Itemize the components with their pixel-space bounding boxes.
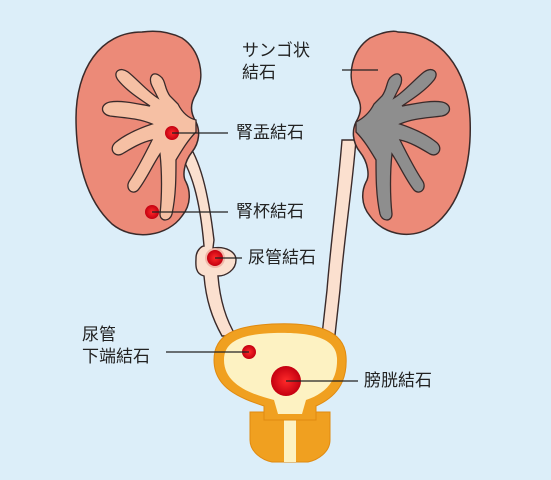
ureter-stone-label: 尿管結石 [248, 248, 316, 268]
lower-ureter-stone-label-line2: 下端結石 [82, 347, 150, 367]
left-kidney [75, 30, 202, 236]
left-kidney-pelvis [101, 68, 197, 221]
coral-stone-label-line1: サンゴ状 [242, 41, 310, 61]
right-ureter [321, 139, 357, 336]
renal-pelvis-stone-label: 腎盂結石 [236, 123, 304, 143]
coral-stone-label: サンゴ状 結石 [242, 40, 310, 84]
right-kidney [350, 30, 471, 236]
lower-ureter-stone-label: 尿管 下端結石 [82, 324, 150, 368]
lower-ureter-stone-label-line1: 尿管 [82, 325, 116, 345]
leader-lines [152, 69, 378, 382]
bladder-stone-label: 膀胱結石 [364, 371, 432, 391]
coral-stone-label-line2: 結石 [242, 63, 276, 83]
calyx-stone-label: 腎杯結石 [236, 202, 304, 222]
coral-stone [355, 68, 451, 221]
